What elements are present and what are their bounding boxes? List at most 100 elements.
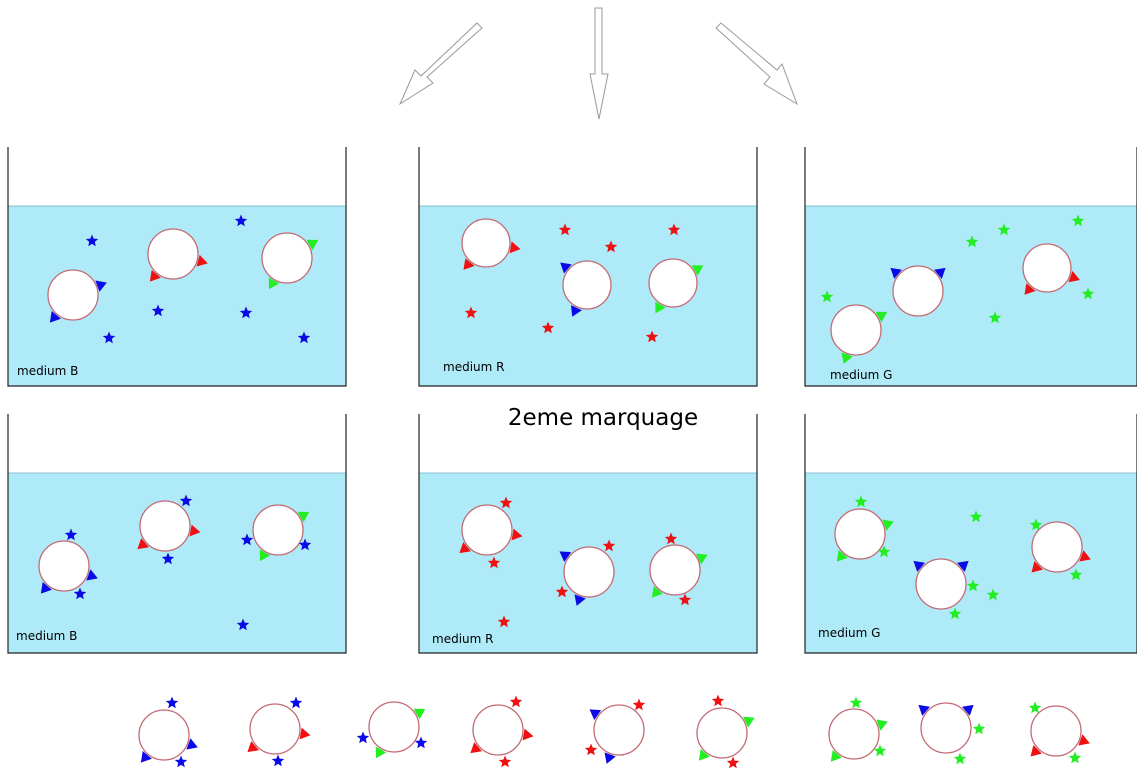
fluorescent-label-star — [509, 695, 523, 708]
arrow-left — [398, 22, 483, 106]
receptor-marker — [522, 728, 534, 741]
cell-membrane — [38, 540, 90, 592]
medium-container: medium G — [804, 147, 1137, 387]
cell — [890, 265, 946, 317]
cell — [1029, 518, 1091, 581]
fluorescent-label-star — [165, 696, 179, 709]
fluorescent-label-star — [948, 607, 962, 620]
cell — [834, 495, 894, 562]
cell-membrane — [252, 504, 304, 556]
cell — [47, 269, 107, 323]
receptor-marker — [836, 550, 848, 562]
fluorescent-label-star — [584, 743, 598, 756]
cell-membrane — [834, 508, 886, 560]
fluorescent-label-star — [487, 556, 501, 569]
cell-membrane — [1031, 521, 1083, 573]
fluorescent-label-star — [356, 731, 370, 744]
container-wall — [418, 147, 758, 387]
cell-membrane — [461, 218, 511, 268]
fluorescent-label-star — [1068, 751, 1082, 764]
receptor-marker — [830, 750, 842, 762]
fluorescent-label-star — [604, 240, 618, 253]
receptor-marker — [137, 538, 149, 550]
receptor-marker — [40, 582, 52, 594]
receptor-marker — [1079, 550, 1091, 562]
cell-membrane — [47, 269, 99, 321]
medium-liquid — [804, 205, 1137, 387]
receptor-marker — [962, 704, 974, 716]
fluorescent-label-star — [240, 533, 254, 546]
cell-membrane — [472, 704, 524, 756]
cell-membrane — [147, 228, 199, 280]
medium-label: medium R — [443, 360, 504, 374]
receptor-marker — [957, 560, 969, 572]
fluorescent-label-star — [602, 539, 616, 552]
fluorescent-label-star — [820, 290, 834, 303]
fluorescent-label-star — [953, 752, 967, 765]
receptor-marker — [604, 752, 616, 764]
container-wall — [804, 414, 1137, 654]
cell — [459, 496, 523, 569]
fluorescent-label-star — [73, 587, 87, 600]
cell-membrane — [1030, 705, 1082, 757]
cell-membrane — [562, 260, 612, 310]
cell — [649, 532, 708, 606]
cell — [913, 558, 980, 620]
cell-membrane — [915, 558, 967, 610]
fluorescent-label-star — [102, 331, 116, 344]
receptor-marker — [743, 716, 755, 728]
cell — [470, 695, 534, 768]
receptor-marker — [841, 352, 853, 364]
fluorescent-label-star — [541, 321, 555, 334]
cell — [138, 696, 198, 768]
cell-membrane — [138, 709, 190, 761]
fluorescent-label-star — [174, 755, 188, 768]
cell — [1028, 701, 1090, 764]
receptor-marker — [268, 277, 280, 290]
arrow-center — [589, 7, 609, 120]
receptor-marker — [149, 270, 161, 282]
fluorescent-label-star — [969, 510, 983, 523]
container-wall — [804, 147, 1137, 387]
receptor-marker — [459, 542, 471, 554]
receptor-marker — [559, 551, 572, 563]
receptor-marker — [1031, 561, 1043, 573]
receptor-marker — [86, 569, 98, 581]
container-wall — [7, 414, 347, 654]
cell — [918, 702, 986, 765]
receptor-marker — [375, 746, 387, 759]
cell — [584, 698, 646, 764]
fluorescent-label-star — [966, 579, 980, 592]
receptor-marker — [882, 519, 894, 531]
receptor-marker — [918, 704, 930, 716]
receptor-marker — [1068, 270, 1080, 283]
fluorescent-label-star — [1081, 287, 1095, 300]
fluorescent-label-star — [711, 694, 725, 707]
fluorescent-label-star — [271, 754, 285, 767]
cell-membrane — [696, 707, 748, 759]
receptor-marker — [876, 719, 888, 731]
cell-membrane — [461, 504, 513, 556]
cell-membrane — [892, 265, 944, 317]
cell-membrane — [649, 544, 701, 596]
container-wall — [7, 147, 347, 387]
cell — [828, 696, 888, 762]
receptor-marker — [189, 524, 201, 537]
fluorescent-label-star — [873, 744, 887, 757]
fluorescent-label-star — [1028, 701, 1042, 714]
receptor-marker — [698, 749, 710, 761]
receptor-marker — [509, 241, 521, 254]
fluorescent-label-star — [498, 755, 512, 768]
receptor-marker — [651, 586, 663, 598]
fluorescent-label-star — [997, 223, 1011, 236]
fluorescent-label-star — [986, 588, 1000, 601]
fluorescent-label-star — [236, 618, 250, 631]
cell — [461, 218, 521, 270]
receptor-marker — [570, 305, 582, 317]
receptor-marker — [186, 738, 198, 750]
receptor-marker — [297, 511, 310, 523]
fluorescent-label-star — [64, 528, 78, 541]
receptor-marker — [196, 254, 208, 267]
fluorescent-label-star — [988, 311, 1002, 324]
